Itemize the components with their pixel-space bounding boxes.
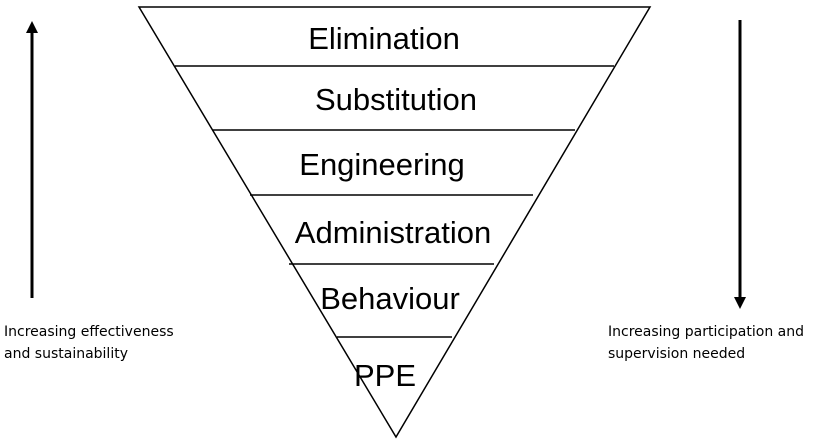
tier-label-substitution: Substitution xyxy=(315,82,477,117)
tier-label-administration: Administration xyxy=(295,215,491,250)
effectiveness-note: Increasing effectiveness and sustainabil… xyxy=(4,321,174,365)
participation-note: Increasing participation and supervision… xyxy=(608,321,804,365)
participation-note-line2: supervision needed xyxy=(608,346,746,362)
tier-label-behaviour: Behaviour xyxy=(320,281,460,316)
participation-note-line1: Increasing participation and xyxy=(608,324,804,340)
tier-label-ppe: PPE xyxy=(354,358,416,393)
effectiveness-note-line2: and sustainability xyxy=(4,346,128,362)
inverted-triangle xyxy=(137,6,652,439)
tier-label-engineering: Engineering xyxy=(299,147,464,182)
effectiveness-note-line1: Increasing effectiveness xyxy=(4,324,174,340)
tier-label-elimination: Elimination xyxy=(308,21,460,56)
